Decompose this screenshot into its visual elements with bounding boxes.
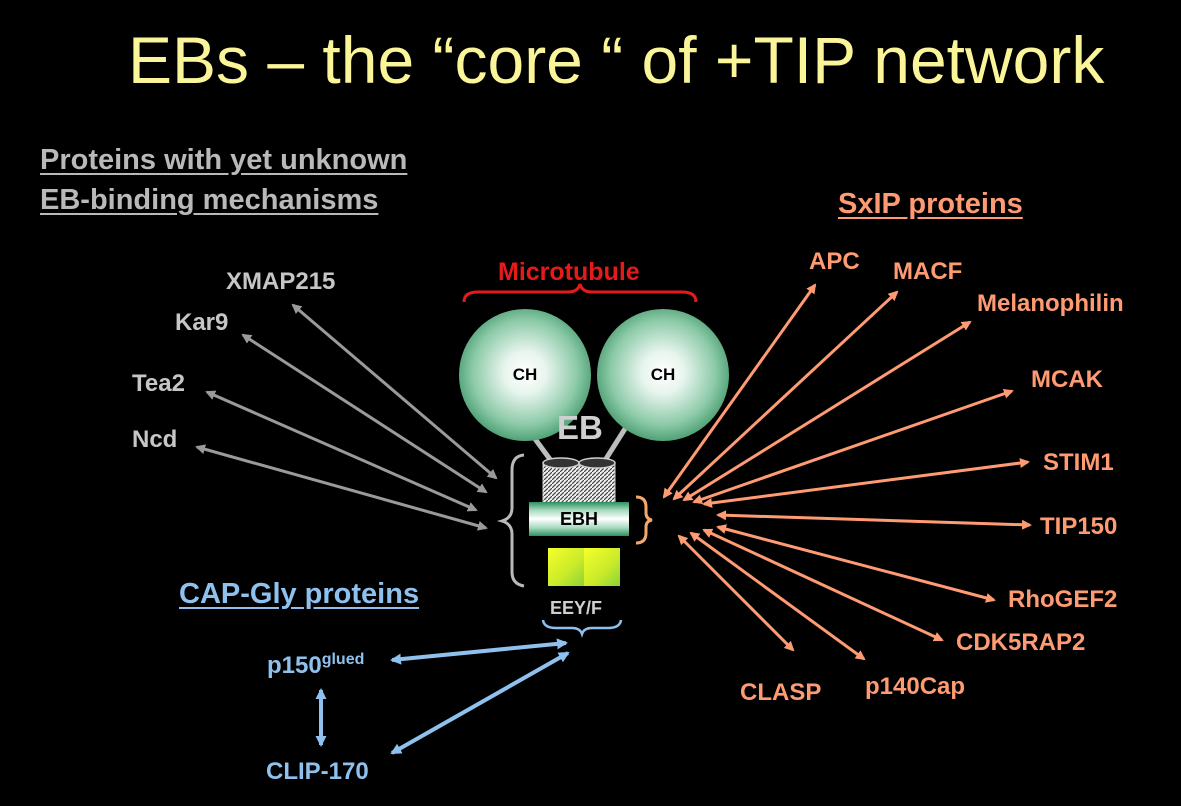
protein-tea2: Tea2 (132, 370, 185, 397)
protein-stim1: STIM1 (1043, 449, 1114, 476)
protein-melanophilin: Melanophilin (977, 290, 1124, 317)
protein-mcak: MCAK (1031, 366, 1103, 393)
ebh-right-brace (635, 495, 653, 545)
ch-domain-right: CH (597, 309, 729, 441)
sxip-heading: SxIP proteins (838, 188, 1023, 220)
eeyf-tail-left (548, 548, 584, 586)
protein-clasp: CLASP (740, 679, 822, 706)
unknown-heading-line2: EB-binding mechanisms (40, 184, 379, 216)
arrow-clip170 (390, 651, 570, 755)
p150-superscript: glued (321, 651, 365, 668)
ch-domain-left: CH (459, 309, 591, 441)
ch-domain-left-label: CH (512, 365, 538, 384)
protein-rhogef2: RhoGEF2 (1008, 586, 1118, 613)
p150-base: p150 (267, 652, 322, 679)
ebh-domain: EBH (529, 502, 629, 536)
slide-title: EBs – the “core “ of +TIP network (128, 23, 1105, 97)
protein-tip150: TIP150 (1040, 513, 1118, 540)
unknown-heading-line1: Proteins with yet unknown (40, 144, 408, 176)
protein-clip170: CLIP-170 (266, 758, 369, 785)
arrow-p140cap (689, 531, 866, 661)
protein-cdk5rap2: CDK5RAP2 (956, 629, 1086, 656)
protein-kar9: Kar9 (175, 309, 229, 336)
microtubule-bracket (462, 283, 698, 303)
coiled-coil (542, 457, 616, 506)
eb-label: EB (557, 409, 603, 446)
ebh-label: EBH (559, 508, 598, 529)
arrow-p150glued (390, 638, 568, 665)
protein-apc: APC (809, 248, 860, 275)
arrow-tea2 (205, 390, 478, 512)
arrow-stim1 (702, 458, 1030, 508)
arrow-cdk5rap2 (702, 528, 944, 642)
arrow-tip150 (716, 510, 1032, 530)
protein-p150glued: p150glued (267, 651, 364, 680)
eb-left-brace (496, 453, 525, 588)
capgly-heading: CAP-Gly proteins (179, 578, 420, 610)
protein-p140cap: p140Cap (865, 673, 966, 700)
microtubule-label: Microtubule (498, 258, 640, 286)
protein-xmap215: XMAP215 (226, 268, 336, 295)
arrow-clasp (677, 534, 795, 652)
eeyf-brace (541, 619, 623, 638)
protein-macf: MACF (893, 258, 963, 285)
protein-ncd: Ncd (132, 426, 178, 453)
arrow-rhogef2 (716, 524, 996, 603)
arrow-ncd (195, 444, 488, 531)
eeyf-label: EEY/F (550, 598, 603, 618)
eb-arm-right (601, 422, 631, 464)
arrow-kar9 (241, 333, 488, 494)
eeyf-tail-right (584, 548, 620, 586)
ch-domain-right-label: CH (650, 365, 676, 384)
